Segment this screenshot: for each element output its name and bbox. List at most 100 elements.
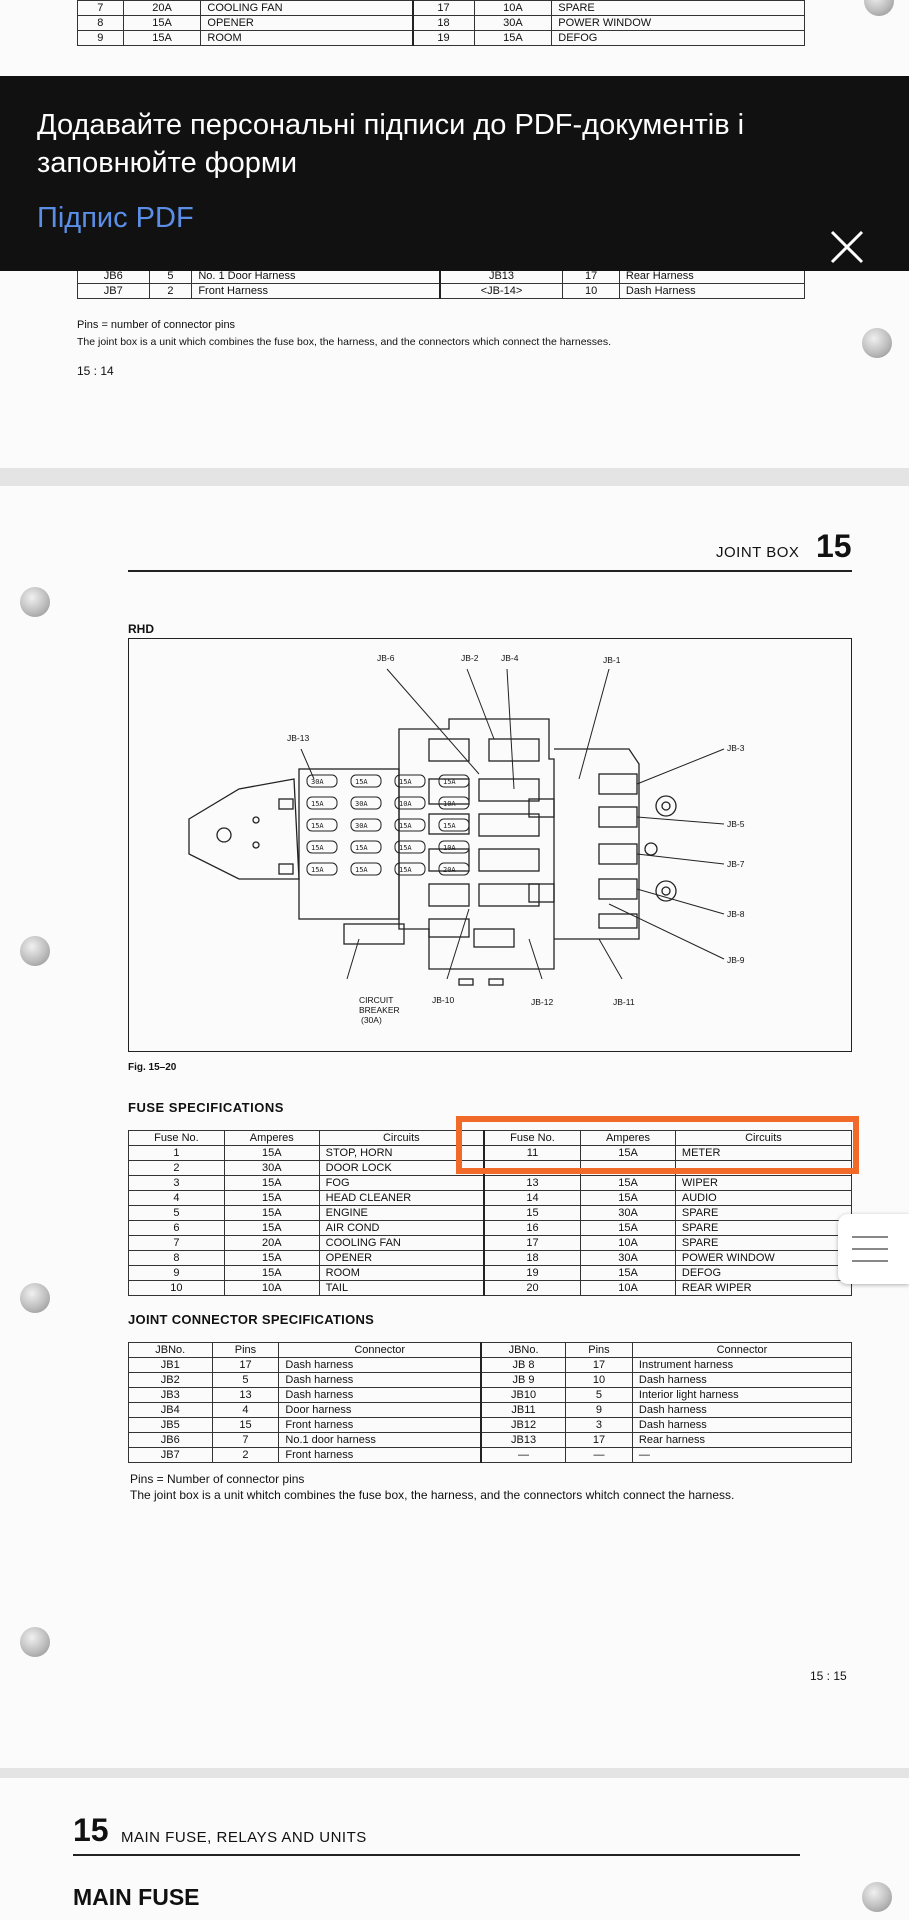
table-cell: 4 [211, 1402, 280, 1418]
table-cell: 17 [565, 1432, 633, 1448]
diagram-fuse [306, 840, 338, 854]
table-cell: SPARE [551, 0, 805, 16]
rhd-label: RHD [128, 622, 154, 636]
diagram-fuse-label: 15A [311, 844, 324, 852]
table-cell: 2 [128, 1160, 225, 1176]
table-cell: 30A [580, 1250, 676, 1266]
diagram-label-jb11: JB-11 [613, 997, 635, 1007]
binder-hole [862, 328, 892, 358]
diagram-fuse-label: 15A [355, 844, 368, 852]
table-cell: POWER WINDOW [551, 15, 805, 31]
diagram-fuse-label: 15A [311, 822, 324, 830]
table-cell: Dash harness [278, 1372, 482, 1388]
pins-note: Pins = number of connector pins [77, 319, 236, 331]
main-fuse-heading: MAIN FUSE [73, 1884, 200, 1910]
table-cell: 15A [223, 1145, 320, 1161]
pdf-page-2: JOINT BOX 15 RHD [0, 486, 909, 1768]
section-title: JOINT BOX [716, 544, 800, 561]
diagram-fuse-label: 30A [311, 778, 324, 786]
table-cell: Dash harness [631, 1372, 853, 1388]
joint-box-note: The joint box is a unit which combines t… [77, 336, 612, 348]
diagram-fuse-label: 15A [399, 844, 412, 852]
table-cell: Front Harness [191, 283, 441, 299]
pdf-page-3: 15 MAIN FUSE, RELAYS AND UNITS MAIN FUSE [0, 1778, 909, 1920]
table-cell: ROOM [318, 1265, 485, 1281]
column-header: JBNo. [480, 1342, 567, 1358]
table-cell: JB5 [128, 1417, 213, 1433]
table-cell: Dash harness [278, 1357, 482, 1373]
page-number: 15 : 14 [77, 364, 114, 378]
table-cell: 15A [580, 1175, 676, 1191]
binder-hole [20, 1283, 50, 1313]
close-icon[interactable] [822, 222, 872, 272]
table-cell: HEAD CLEANER [318, 1190, 485, 1206]
diagram-label-jb1: JB-1 [603, 655, 621, 665]
diagram-fuse [438, 774, 470, 788]
table-cell: JB11 [480, 1402, 567, 1418]
table-cell: 5 [211, 1372, 280, 1388]
table-cell: 15A [122, 30, 202, 46]
header-rule [73, 1854, 800, 1856]
diagram-fuse [306, 862, 338, 876]
figure-caption: Fig. 15–20 [128, 1062, 177, 1073]
table-cell: 15A [580, 1190, 676, 1206]
table-cell: JB 9 [480, 1372, 567, 1388]
binder-hole [864, 0, 894, 16]
table-cell: POWER WINDOW [674, 1250, 853, 1266]
diagram-fuse [438, 862, 470, 876]
diagram-label-breaker3: (30A) [361, 1015, 382, 1025]
table-cell: 15A [580, 1220, 676, 1236]
table-cell: JB6 [128, 1432, 213, 1448]
table-cell: 20 [482, 1280, 582, 1296]
binder-hole [20, 936, 50, 966]
section-title: MAIN FUSE, RELAYS AND UNITS [121, 1829, 367, 1846]
table-cell: 15A [223, 1205, 320, 1221]
header-rule [128, 570, 852, 572]
table-cell: 10 [562, 283, 620, 299]
table-cell: Dash harness [631, 1402, 853, 1418]
table-cell: WIPER [674, 1175, 853, 1191]
joint-connector-title: JOINT CONNECTOR SPECIFICATIONS [128, 1312, 375, 1327]
pdf-signature-link[interactable]: Підпис PDF [37, 202, 194, 234]
table-cell: JB 8 [480, 1357, 567, 1373]
binder-hole [20, 587, 50, 617]
diagram-fuse-label: 15A [311, 866, 324, 874]
table-cell: 13 [211, 1387, 280, 1403]
table-cell: 14 [482, 1190, 582, 1206]
table-cell: 9 [565, 1402, 633, 1418]
table-cell: 8 [77, 15, 124, 31]
table-cell: 19 [411, 30, 475, 46]
highlight-selection[interactable] [456, 1116, 859, 1174]
table-cell: Front harness [278, 1447, 482, 1463]
diagram-label-jb13: JB-13 [287, 733, 310, 743]
table-cell: 15A [223, 1265, 320, 1281]
table-cell: 10A [473, 0, 553, 16]
table-cell: 17 [565, 1357, 633, 1373]
diagram-fuse-label: 10A [443, 844, 456, 852]
scroll-handle[interactable] [838, 1214, 909, 1284]
table-cell: 10A [580, 1280, 676, 1296]
diagram-fuse [350, 774, 382, 788]
table-cell: <JB-14> [438, 283, 564, 299]
section-number: 15 [73, 1812, 109, 1848]
table-cell: — [631, 1447, 853, 1463]
diagram-fuse [394, 862, 426, 876]
table-cell: 3 [565, 1417, 633, 1433]
diagram-label-jb10: JB-10 [432, 995, 455, 1005]
table-cell: Rear harness [631, 1432, 853, 1448]
table-cell: JB2 [128, 1372, 213, 1388]
diagram-fuse [350, 862, 382, 876]
diagram-fuse [306, 796, 338, 810]
table-cell: 13 [482, 1175, 582, 1191]
table-cell: 10A [223, 1280, 320, 1296]
table-cell: COOLING FAN [318, 1235, 485, 1251]
